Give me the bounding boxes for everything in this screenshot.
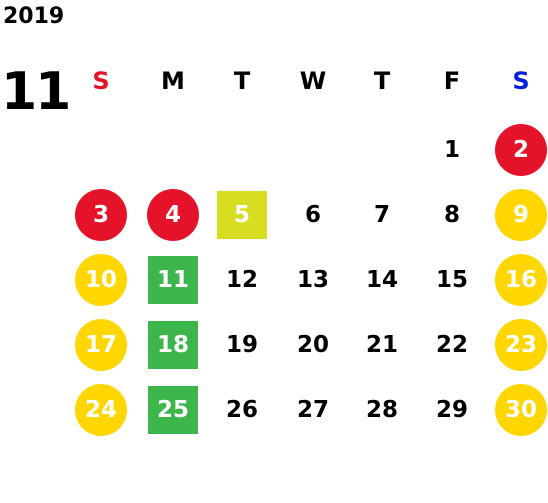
day-cell-5: 5 bbox=[217, 191, 267, 239]
weekday-label-tue: T bbox=[233, 67, 251, 95]
day-cell-26: 26 bbox=[225, 397, 258, 423]
day-cell-22: 22 bbox=[435, 332, 468, 358]
day-cell-2: 2 bbox=[495, 124, 547, 176]
day-cell-25: 25 bbox=[148, 386, 198, 434]
day-cell-18: 18 bbox=[148, 321, 198, 369]
day-cell-19: 19 bbox=[225, 332, 258, 358]
day-cell-10: 10 bbox=[75, 254, 127, 306]
day-cell-30: 30 bbox=[495, 384, 547, 436]
day-cell-8: 8 bbox=[443, 202, 460, 228]
day-cell-21: 21 bbox=[365, 332, 398, 358]
day-cell-17: 17 bbox=[75, 319, 127, 371]
day-cell-4: 4 bbox=[147, 189, 199, 241]
day-cell-28: 28 bbox=[365, 397, 398, 423]
day-cell-12: 12 bbox=[225, 267, 258, 293]
day-cell-11: 11 bbox=[148, 256, 198, 304]
day-cell-23: 23 bbox=[495, 319, 547, 371]
day-cell-15: 15 bbox=[435, 267, 468, 293]
day-cell-14: 14 bbox=[365, 267, 398, 293]
day-cell-6: 6 bbox=[304, 202, 321, 228]
weekday-label-thu: T bbox=[373, 67, 391, 95]
day-cell-9: 9 bbox=[495, 189, 547, 241]
day-cell-29: 29 bbox=[435, 397, 468, 423]
weekday-label-sun: S bbox=[92, 67, 110, 95]
weekday-label-mon: M bbox=[161, 67, 185, 95]
day-cell-16: 16 bbox=[495, 254, 547, 306]
weekday-label-sat: S bbox=[512, 67, 530, 95]
calendar-month: 11 bbox=[1, 62, 71, 122]
weekday-label-wed: W bbox=[299, 67, 327, 95]
day-cell-27: 27 bbox=[296, 397, 329, 423]
day-cell-3: 3 bbox=[75, 189, 127, 241]
day-cell-1: 1 bbox=[443, 137, 460, 163]
calendar-year: 2019 bbox=[3, 4, 65, 29]
day-cell-7: 7 bbox=[373, 202, 390, 228]
day-cell-13: 13 bbox=[296, 267, 329, 293]
day-cell-20: 20 bbox=[296, 332, 329, 358]
weekday-label-fri: F bbox=[443, 67, 461, 95]
day-cell-24: 24 bbox=[75, 384, 127, 436]
